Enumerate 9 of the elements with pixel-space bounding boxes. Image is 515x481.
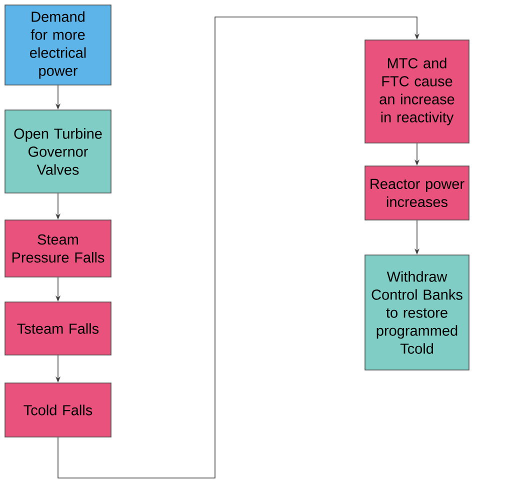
arrow xyxy=(58,16,420,478)
process-box: Demand for more electrical power xyxy=(4,4,112,86)
process-box: MTC and FTC cause an increase in reactivity xyxy=(364,40,470,144)
process-box: Reactor power increases xyxy=(364,166,470,220)
process-box: Tsteam Falls xyxy=(4,302,112,356)
process-box: Tcold Falls xyxy=(4,382,112,438)
process-box: Withdraw Control Banks to restore programmed Tcold xyxy=(364,254,470,370)
process-box: Steam Pressure Falls xyxy=(4,220,112,278)
process-box: Open Turbine Governor Valves xyxy=(4,110,112,194)
